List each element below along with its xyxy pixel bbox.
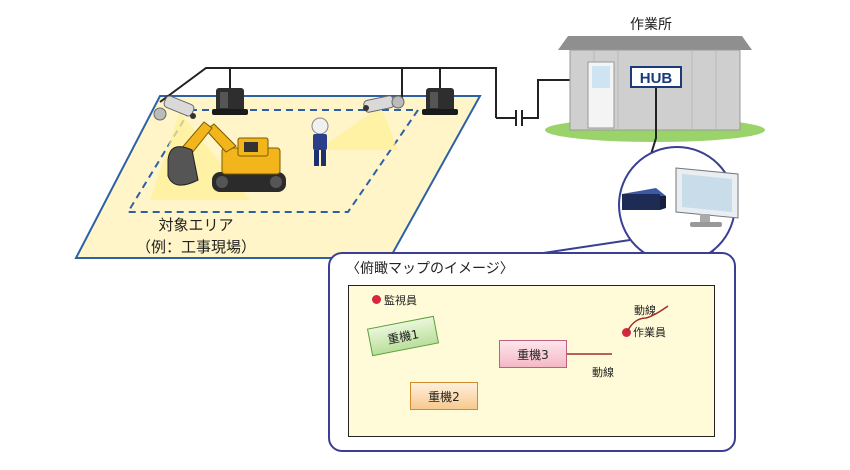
target-area-label: 対象エリア （例：工事現場） xyxy=(136,214,256,258)
building-label: 作業所 xyxy=(630,17,672,33)
heavy-machine-2: 重機2 xyxy=(410,382,478,410)
sensor-right xyxy=(422,88,458,115)
worker-trail-label: 動線 xyxy=(634,304,656,317)
heavy-machine-3: 重機3 xyxy=(499,340,567,368)
overhead-map-title: 〈俯瞰マップのイメージ〉 xyxy=(346,261,514,277)
worker-label: 作業員 xyxy=(633,326,666,339)
worker-marker xyxy=(622,328,631,337)
camera-right-icon xyxy=(363,95,405,113)
worker-trail xyxy=(626,305,669,333)
excavator-icon xyxy=(167,121,286,192)
target-area-label-line1: 対象エリア xyxy=(158,216,234,234)
router-icon xyxy=(622,188,666,210)
worker-icon xyxy=(311,117,329,166)
cable-connector xyxy=(515,110,523,126)
hub-box: HUB xyxy=(630,66,682,88)
monitor-icon xyxy=(675,167,739,227)
sensor-left xyxy=(212,88,248,115)
target-area-label-line2: （例：工事現場） xyxy=(136,238,257,256)
camera-left-icon xyxy=(153,95,196,121)
supervisor-label: 監視員 xyxy=(384,294,417,307)
supervisor-marker xyxy=(372,295,381,304)
camera-cone-right xyxy=(318,108,398,150)
monitoring-zone xyxy=(126,109,420,213)
machine3-trail-label: 動線 xyxy=(592,366,614,379)
